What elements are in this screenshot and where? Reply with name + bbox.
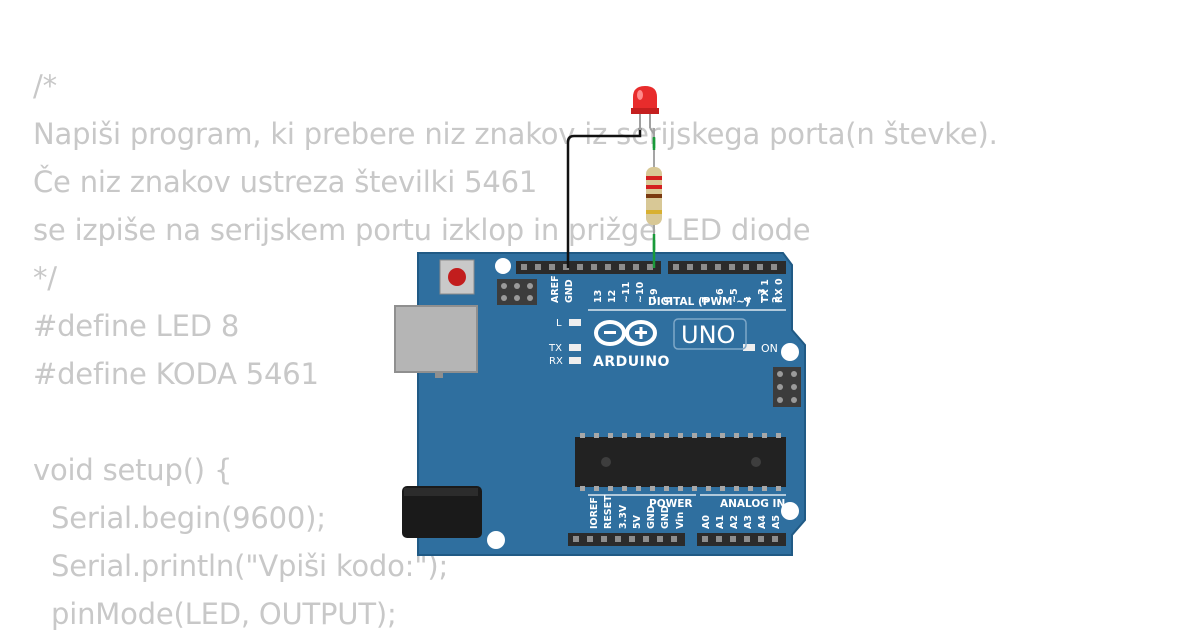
- pin-label: IOREF: [589, 497, 600, 529]
- pin-label: 13: [593, 290, 604, 303]
- usb-port[interactable]: [394, 305, 478, 378]
- svg-text:TX: TX: [548, 343, 562, 354]
- svg-text:L: L: [556, 318, 562, 329]
- red-led[interactable]: [631, 86, 659, 135]
- pin-label: 8: [663, 296, 674, 303]
- pin-label: GND: [646, 505, 657, 529]
- mounting-hole: [781, 502, 799, 520]
- power-jack[interactable]: [402, 486, 482, 538]
- code-line: void setup() {: [33, 453, 233, 487]
- code-line: pinMode(LED, OUTPUT);: [33, 597, 397, 630]
- mounting-hole: [495, 258, 511, 274]
- pin-label: ~9: [649, 288, 660, 303]
- pin-label: A1: [715, 515, 726, 529]
- uno-badge: UNO: [673, 318, 747, 350]
- code-line: #define LED 8: [33, 309, 240, 343]
- pin-label: AREF: [550, 275, 561, 303]
- pin-label: Vin: [675, 512, 686, 529]
- pin-label: A3: [743, 515, 754, 529]
- power-label: POWER: [649, 498, 692, 510]
- pin-label: RESET: [603, 495, 614, 529]
- pin-label: 3.3V: [618, 504, 629, 529]
- pin-label: RX 0: [774, 278, 785, 303]
- svg-text:ARDUINO: ARDUINO: [593, 354, 670, 370]
- ground-wire[interactable]: [566, 128, 642, 268]
- pin-label: A4: [757, 515, 768, 529]
- status-leds: L TX RX ON: [548, 318, 778, 367]
- pin-label: 2: [771, 296, 782, 303]
- analog-header: [697, 533, 786, 546]
- code-line: #define KODA 5461: [33, 357, 319, 391]
- pin-label: A0: [701, 515, 712, 529]
- resistor[interactable]: [646, 128, 662, 250]
- code-line: Serial.begin(9600);: [33, 501, 326, 535]
- digital-header-left: [516, 261, 661, 274]
- pin-label: ~3: [757, 288, 768, 303]
- pin-label: A2: [729, 515, 740, 529]
- pin-label: 5V: [632, 514, 643, 529]
- reset-button[interactable]: [439, 259, 475, 295]
- pin-label: TX 1: [760, 279, 771, 303]
- pin-label: 12: [607, 290, 618, 303]
- icsp-header: [497, 279, 537, 305]
- mounting-hole: [487, 531, 505, 549]
- microcontroller-chip: [575, 433, 786, 491]
- pin-label: 4: [743, 296, 754, 303]
- svg-text:UNO: UNO: [681, 321, 735, 349]
- arduino-logo: ARDUINO: [593, 320, 670, 370]
- code-line: */: [33, 261, 57, 295]
- code-line: Če niz znakov ustreza številki 5461: [33, 165, 538, 199]
- analog-label: ANALOG IN: [720, 498, 785, 510]
- code-line: se izpiše na serijskem portu izklop in p…: [33, 213, 811, 247]
- pin-label: GND: [564, 279, 575, 303]
- pin-label: ~5: [729, 288, 740, 303]
- pin-label: A5: [771, 515, 782, 529]
- pin-label: ~11: [621, 282, 632, 303]
- mounting-hole: [781, 343, 799, 361]
- pin-label: ~10: [635, 281, 646, 303]
- power-header: [568, 533, 685, 546]
- digital-header-right: [668, 261, 786, 274]
- svg-text:RX: RX: [549, 356, 563, 367]
- code-line: /*: [33, 69, 57, 103]
- pin-label: ~6: [715, 288, 726, 303]
- svg-text:ON: ON: [761, 342, 778, 355]
- pin-label: GND: [660, 505, 671, 529]
- icsp-header-right: [773, 367, 801, 407]
- pin-label: 7: [701, 296, 712, 303]
- digital-label: DIGITAL (PWM ~): [648, 296, 750, 308]
